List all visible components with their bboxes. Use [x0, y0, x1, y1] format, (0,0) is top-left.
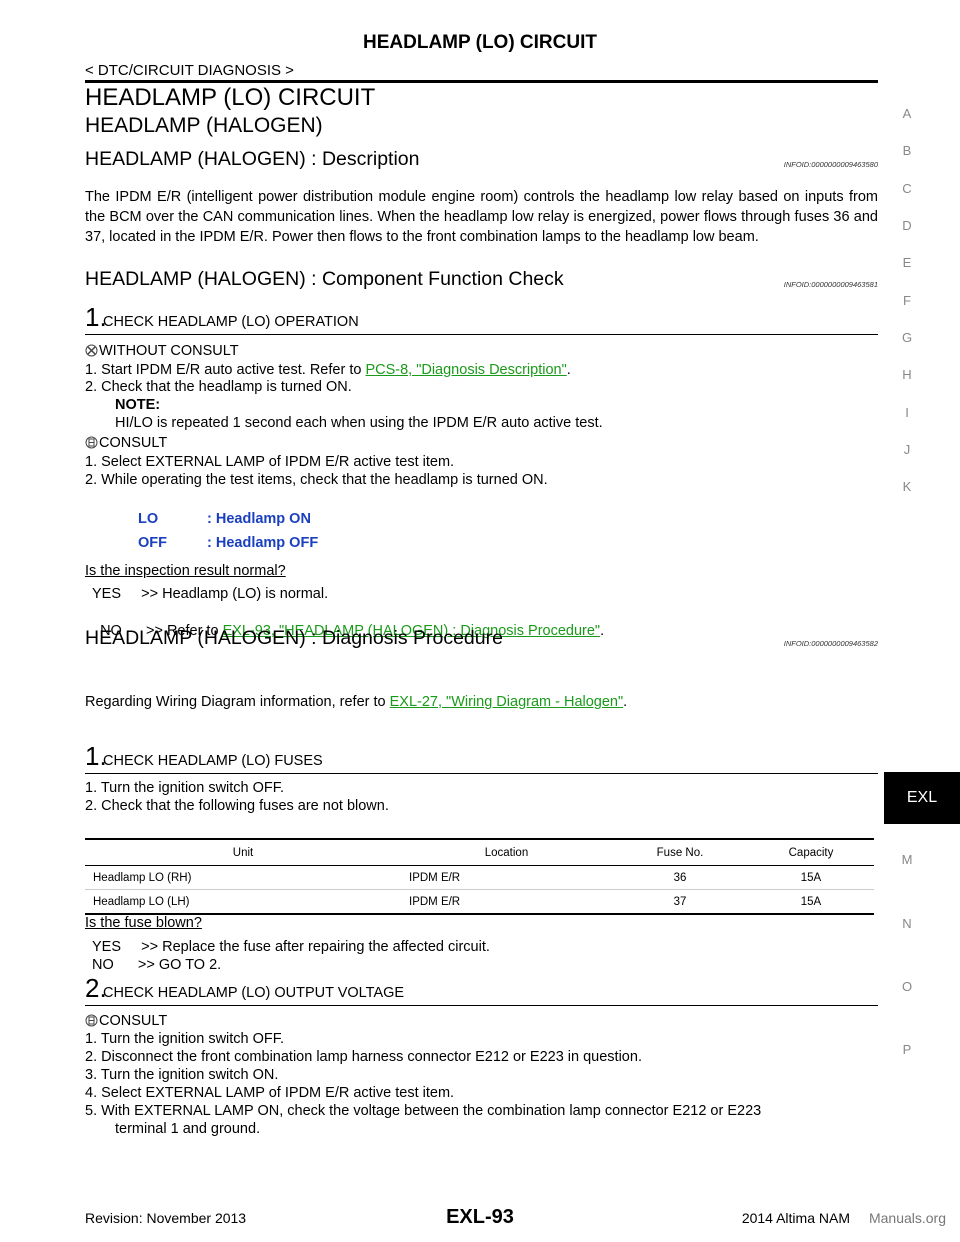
- fuse-question: Is the fuse blown?: [85, 915, 202, 931]
- s2-step-5a: 5. With EXTERNAL LAMP ON, check the volt…: [85, 1103, 762, 1119]
- exl-93-link[interactable]: EXL-93, "HEADLAMP (HALOGEN) : Diagnosis …: [222, 623, 601, 639]
- side-index-o[interactable]: O: [901, 979, 913, 994]
- off-value: : Headlamp OFF: [207, 535, 319, 551]
- table-header-row: Unit Location Fuse No. Capacity: [85, 838, 874, 866]
- without-consult-icon: [85, 344, 98, 357]
- cell-unit: Headlamp LO (LH): [85, 889, 401, 915]
- step-title: CHECK HEADLAMP (LO) OPERATION: [103, 314, 359, 330]
- s1-step-2: 2. Check that the following fuses are no…: [85, 798, 389, 814]
- lo-label: LO: [138, 511, 159, 527]
- no-result: NO >> Refer to EXL-93, "HEADLAMP (HALOGE…: [100, 623, 605, 639]
- off-label: OFF: [138, 535, 167, 551]
- s2-step-3: 3. Turn the ignition switch ON.: [85, 1067, 279, 1083]
- without-consult-label: WITHOUT CONSULT: [85, 342, 239, 361]
- s2-step-2: 2. Disconnect the front combination lamp…: [85, 1049, 642, 1065]
- side-index-i[interactable]: I: [905, 405, 909, 420]
- col-capacity: Capacity: [748, 838, 874, 866]
- step-title: CHECK HEADLAMP (LO) OUTPUT VOLTAGE: [103, 985, 405, 1001]
- yes-result: YES >> Headlamp (LO) is normal.: [92, 586, 329, 602]
- diag-procedure-infoid: INFOID:0000000009463582: [783, 639, 878, 648]
- side-index-b[interactable]: B: [902, 143, 912, 158]
- header-rule: [85, 80, 878, 83]
- side-index-d[interactable]: D: [902, 218, 912, 233]
- s2-step-4: 4. Select EXTERNAL LAMP of IPDM E/R acti…: [85, 1085, 455, 1101]
- step-number: 1.: [85, 302, 107, 332]
- fuse-yes-result: YES >> Replace the fuse after repairing …: [92, 939, 490, 955]
- step-number: 1.: [85, 741, 107, 771]
- s1-step-1: 1. Turn the ignition switch OFF.: [85, 780, 285, 796]
- side-index-exl-active-tab[interactable]: EXL: [884, 772, 960, 824]
- side-index-c[interactable]: C: [902, 181, 912, 196]
- consult-icon: [85, 436, 98, 449]
- function-check-infoid: INFOID:0000000009463581: [783, 280, 878, 289]
- consult-icon: [85, 1014, 98, 1027]
- cell-capacity: 15A: [748, 865, 874, 890]
- step-number: 2.: [85, 973, 107, 1003]
- function-check-title: HEADLAMP (HALOGEN) : Component Function …: [85, 268, 564, 290]
- cell-location: IPDM E/R: [401, 865, 612, 890]
- wiring-reference: Regarding Wiring Diagram information, re…: [85, 694, 628, 710]
- pcs-8-link[interactable]: PCS-8, "Diagnosis Description": [365, 362, 567, 378]
- cell-location: IPDM E/R: [401, 889, 612, 915]
- col-fuse-no: Fuse No.: [612, 838, 748, 866]
- wc-step-1: 1. Start IPDM E/R auto active test. Refe…: [85, 362, 571, 378]
- cell-capacity: 15A: [748, 889, 874, 915]
- side-index-g[interactable]: G: [901, 330, 913, 345]
- footer-page-number: EXL-93: [446, 1206, 514, 1228]
- diag-step-1: 1. CHECK HEADLAMP (LO) FUSES: [85, 743, 878, 774]
- function-check-step-1: 1. CHECK HEADLAMP (LO) OPERATION: [85, 304, 878, 335]
- description-title: HEADLAMP (HALOGEN) : Description: [85, 148, 420, 170]
- s2-step-1: 1. Turn the ignition switch OFF.: [85, 1031, 285, 1047]
- side-index-n[interactable]: N: [902, 916, 912, 931]
- side-index-m[interactable]: M: [901, 852, 913, 867]
- side-index-e[interactable]: E: [902, 255, 912, 270]
- fuse-no-result: NO >> GO TO 2.: [92, 957, 222, 973]
- s2-step-5b: terminal 1 and ground.: [115, 1121, 261, 1137]
- note-label: NOTE:: [115, 397, 161, 413]
- col-unit: Unit: [85, 838, 401, 866]
- consult-label: CONSULT: [85, 434, 167, 453]
- side-index-f[interactable]: F: [903, 293, 911, 308]
- inspection-question: Is the inspection result normal?: [85, 563, 286, 579]
- footer-model: 2014 Altima NAM: [741, 1210, 850, 1226]
- table-row: Headlamp LO (RH) IPDM E/R 36 15A: [85, 865, 874, 890]
- description-body: The IPDM E/R (intelligent power distribu…: [85, 189, 878, 245]
- section-title: HEADLAMP (LO) CIRCUIT: [85, 84, 376, 111]
- side-index-a[interactable]: A: [902, 106, 912, 121]
- exl-27-link[interactable]: EXL-27, "Wiring Diagram - Halogen": [389, 694, 624, 710]
- c-step-1: 1. Select EXTERNAL LAMP of IPDM E/R acti…: [85, 454, 455, 470]
- col-location: Location: [401, 838, 612, 866]
- footer-revision: Revision: November 2013: [85, 1210, 247, 1226]
- side-index-k[interactable]: K: [902, 479, 912, 494]
- cell-fuse-no: 37: [612, 889, 748, 915]
- wc-step-2: 2. Check that the headlamp is turned ON.: [85, 379, 352, 395]
- s2-consult-label: CONSULT: [85, 1012, 167, 1031]
- c-step-2: 2. While operating the test items, check…: [85, 472, 548, 488]
- page-header-title: HEADLAMP (LO) CIRCUIT: [363, 32, 597, 53]
- cell-fuse-no: 36: [612, 865, 748, 890]
- page-header-subtitle: < DTC/CIRCUIT DIAGNOSIS >: [85, 62, 294, 79]
- table-row: Headlamp LO (LH) IPDM E/R 37 15A: [85, 889, 874, 915]
- side-index-h[interactable]: H: [902, 367, 912, 382]
- diag-step-2: 2. CHECK HEADLAMP (LO) OUTPUT VOLTAGE: [85, 975, 878, 1006]
- lo-value: : Headlamp ON: [207, 511, 311, 527]
- watermark: Manuals.org: [868, 1210, 946, 1226]
- description-infoid: INFOID:0000000009463580: [783, 160, 878, 169]
- step-title: CHECK HEADLAMP (LO) FUSES: [103, 753, 323, 769]
- subsection-title: HEADLAMP (HALOGEN): [85, 114, 323, 137]
- diag-procedure-title: HEADLAMP (HALOGEN) : Diagnosis Procedure: [85, 627, 503, 649]
- fuse-table: Unit Location Fuse No. Capacity Headlamp…: [85, 838, 874, 915]
- side-index-j[interactable]: J: [903, 442, 911, 457]
- note-text: HI/LO is repeated 1 second each when usi…: [115, 415, 603, 431]
- cell-unit: Headlamp LO (RH): [85, 865, 401, 890]
- side-index-p[interactable]: P: [902, 1042, 912, 1057]
